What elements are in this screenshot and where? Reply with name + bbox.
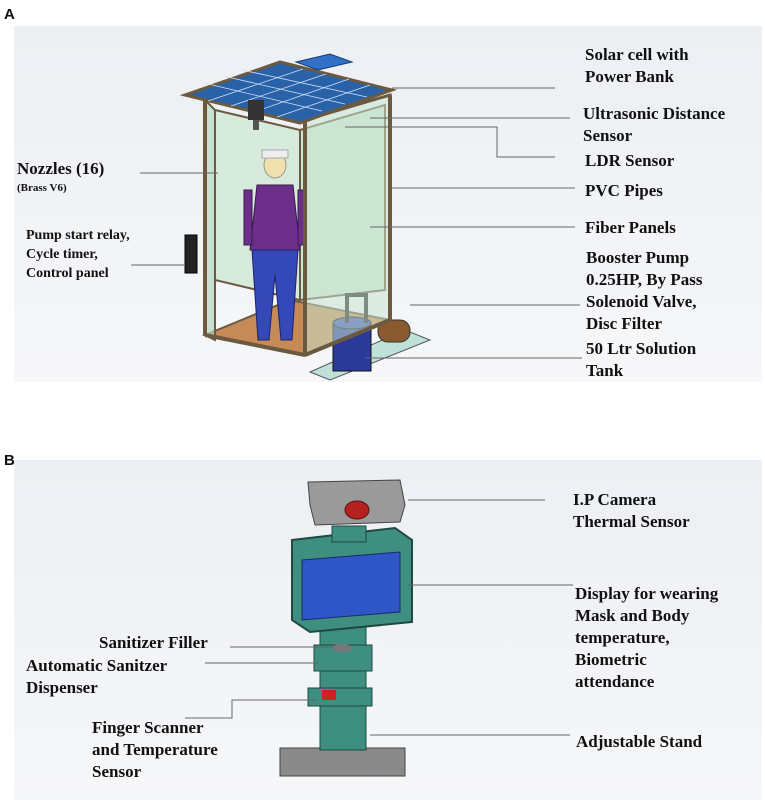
control-panel-box	[184, 234, 198, 274]
label-finger-scanner: Finger Scanner and Temperature Sensor	[92, 718, 218, 781]
label-ultrasonic-sensor: Ultrasonic Distance Sensor	[583, 104, 726, 145]
person-figure	[243, 149, 307, 341]
label-adjustable-stand: Adjustable Stand	[576, 732, 703, 751]
display-screen	[301, 551, 401, 621]
label-booster-pump: Booster Pump 0.25HP, By Pass Solenoid Va…	[586, 248, 703, 333]
ultrasonic-sensor-box	[248, 100, 264, 120]
kiosk-base	[279, 747, 406, 777]
panel-b-letter: B	[4, 452, 15, 469]
label-ip-camera: I.P Camera Thermal Sensor	[573, 490, 690, 531]
label-nozzles: Nozzles (16)	[17, 159, 105, 178]
kiosk-illustration	[279, 479, 413, 777]
label-nozzles-sub: (Brass V6)	[17, 182, 67, 194]
chamber-illustration	[179, 53, 432, 381]
label-solution-tank: 50 Ltr Solution Tank	[586, 339, 697, 380]
label-solar-cell: Solar cell with Power Bank	[585, 45, 689, 86]
label-sanitizer-dispenser: Automatic Sanitzer Dispenser	[26, 656, 168, 697]
label-sanitizer-filler: Sanitizer Filler	[99, 633, 208, 652]
finger-scanner	[322, 690, 336, 700]
adjustable-stand	[319, 619, 367, 751]
label-pump-relay: Pump start relay, Cycle timer, Control p…	[26, 228, 130, 281]
power-bank	[294, 53, 354, 71]
label-ldr-sensor: LDR Sensor	[585, 151, 675, 170]
label-fiber-panels: Fiber Panels	[585, 218, 676, 237]
front-right-panel	[303, 92, 392, 358]
panel-a-letter: A	[4, 6, 15, 23]
label-display: Display for wearing Mask and Body temper…	[575, 584, 719, 691]
panel-a-leaders	[131, 87, 582, 359]
label-pvc-pipes: PVC Pipes	[585, 181, 663, 200]
panel-b-leaders	[185, 499, 573, 736]
camera-lens	[344, 500, 370, 520]
sanitizer-filler	[332, 644, 352, 652]
